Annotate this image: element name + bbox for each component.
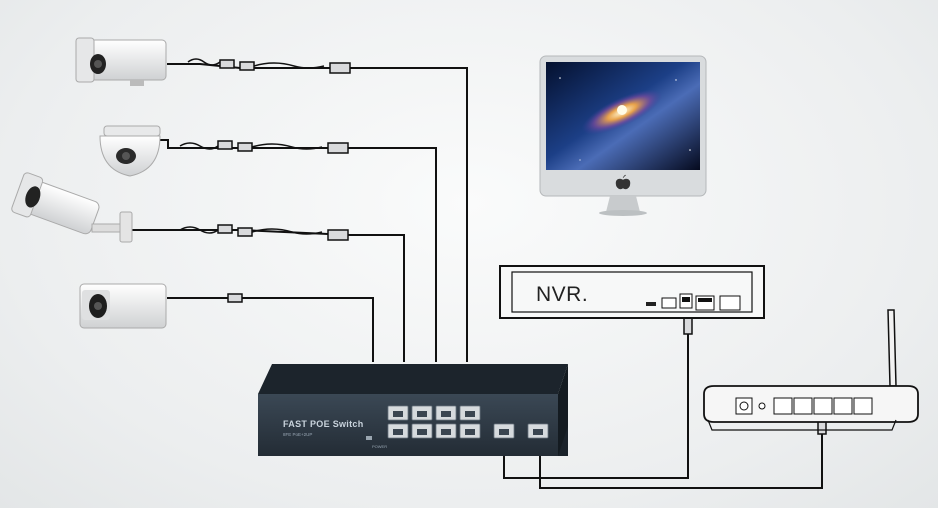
router-lan-ports bbox=[773, 397, 873, 415]
nvr-vga-port bbox=[719, 295, 741, 311]
bullet-camera-icon bbox=[75, 37, 167, 86]
switch-power-led bbox=[366, 436, 372, 440]
router-reset bbox=[758, 402, 766, 410]
connector-pair-2 bbox=[179, 140, 349, 154]
cable-switch-router bbox=[539, 422, 823, 489]
poe-switch-icon bbox=[258, 364, 568, 456]
cables bbox=[132, 63, 823, 489]
switch-title: FAST POE Switch bbox=[283, 419, 364, 429]
router-power-jack bbox=[735, 397, 753, 415]
connector-pair-3 bbox=[179, 224, 349, 241]
cable-switch-nvr bbox=[503, 320, 689, 479]
nvr-usb-port bbox=[646, 302, 656, 306]
switch-subtitle: 8FE PoE+2UP bbox=[283, 432, 313, 437]
wifi-router-icon bbox=[703, 309, 919, 431]
connectors bbox=[179, 58, 827, 435]
connector-4 bbox=[227, 293, 243, 303]
apple-logo-icon bbox=[615, 174, 631, 190]
nvr-recorder-icon bbox=[499, 265, 765, 319]
nvr-label: NVR. bbox=[536, 283, 589, 306]
nvr-port-1 bbox=[661, 297, 677, 309]
cable-camera-4 bbox=[167, 297, 374, 362]
cable-camera-1 bbox=[167, 63, 468, 362]
box-camera-icon bbox=[79, 283, 167, 329]
nvr-plug bbox=[683, 317, 693, 335]
switch-power-label: POWER bbox=[372, 444, 388, 449]
router-antenna bbox=[887, 309, 897, 387]
dome-camera-icon bbox=[99, 125, 161, 177]
imac-monitor-icon bbox=[539, 55, 707, 216]
outdoor-bullet-camera-icon bbox=[11, 172, 133, 243]
cable-camera-2 bbox=[155, 139, 437, 362]
connector-pair-1 bbox=[187, 58, 351, 74]
cable-camera-3 bbox=[132, 229, 405, 362]
